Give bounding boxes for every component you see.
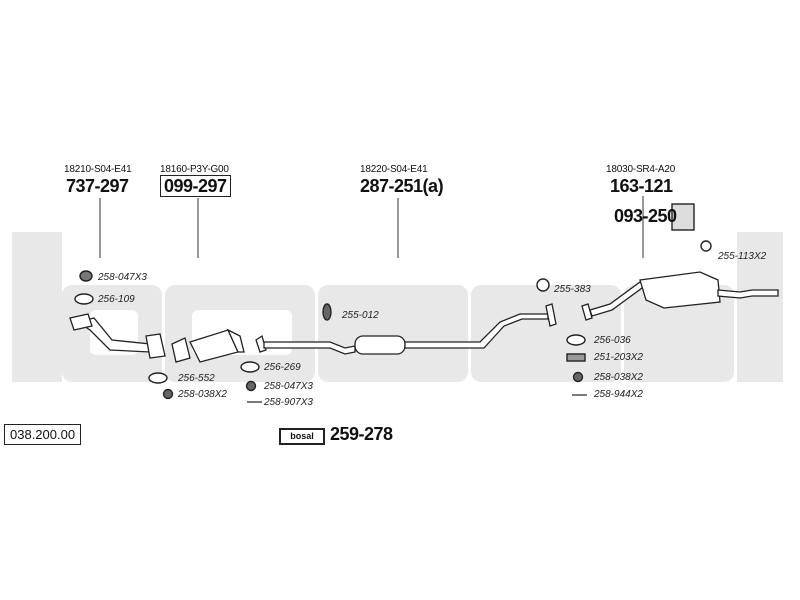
catalytic-converter bbox=[171, 328, 245, 363]
mounting-kit-number: 259-278 bbox=[330, 424, 393, 444]
accessory-label: 258-907X3 bbox=[264, 397, 313, 408]
hanger-clip-icon bbox=[700, 240, 712, 252]
part-oem-number: 18030-SR4-A20 bbox=[606, 164, 676, 175]
catalog-number: 038.200.00 bbox=[4, 424, 82, 445]
gasket-ring-icon bbox=[566, 334, 586, 346]
rear-silencer bbox=[581, 271, 779, 321]
part-number-boxed: 099-297 bbox=[160, 175, 231, 197]
gasket-ring-icon bbox=[74, 293, 94, 305]
part-oem-number: 18210-S04-E41 bbox=[64, 164, 132, 175]
accessory-label: 258-047X3 bbox=[98, 272, 147, 283]
gasket-ring-icon bbox=[240, 361, 260, 373]
accessory-label: 251-203X2 bbox=[594, 352, 643, 363]
nut-icon bbox=[162, 388, 174, 400]
part-oem-number: 18160-P3Y-G00 bbox=[160, 164, 229, 175]
leader-lines bbox=[99, 196, 644, 258]
part-number: 287-251(a) bbox=[360, 176, 444, 196]
rubber-ring-icon bbox=[79, 270, 93, 282]
rubber-ring-icon bbox=[322, 303, 332, 321]
accessory-label: 255-383 bbox=[554, 284, 591, 295]
spring-icon bbox=[566, 353, 586, 362]
bosal-watermark bbox=[12, 232, 783, 382]
middle-pipe bbox=[255, 303, 557, 355]
accessory-label: 256-036 bbox=[594, 335, 631, 346]
part-number-bracket: 093-250 bbox=[614, 206, 677, 226]
hanger-clip-icon bbox=[536, 278, 550, 292]
accessory-label: 256-552 bbox=[178, 373, 215, 384]
accessory-label: 258-944X2 bbox=[594, 389, 643, 400]
part-number: 737-297 bbox=[66, 176, 129, 196]
gasket-ring-icon bbox=[148, 372, 168, 384]
accessory-label: 256-109 bbox=[98, 294, 135, 305]
mounting-kit-badge: bosal bbox=[279, 428, 325, 445]
nut-icon bbox=[572, 371, 584, 383]
accessory-label: 255-113X2 bbox=[718, 251, 767, 262]
part-oem-number: 18220-S04-E41 bbox=[360, 164, 428, 175]
accessory-label: 258-038X2 bbox=[178, 389, 227, 400]
accessory-label: 258-038X2 bbox=[594, 372, 643, 383]
accessory-label: 255-012 bbox=[342, 310, 379, 321]
accessory-label: 258-047X3 bbox=[264, 381, 313, 392]
accessory-label: 256-269 bbox=[264, 362, 301, 373]
mounting-bracket-icon bbox=[671, 203, 695, 231]
nut-icon bbox=[245, 380, 257, 392]
part-number: 163-121 bbox=[610, 176, 673, 196]
front-pipe bbox=[69, 313, 166, 359]
